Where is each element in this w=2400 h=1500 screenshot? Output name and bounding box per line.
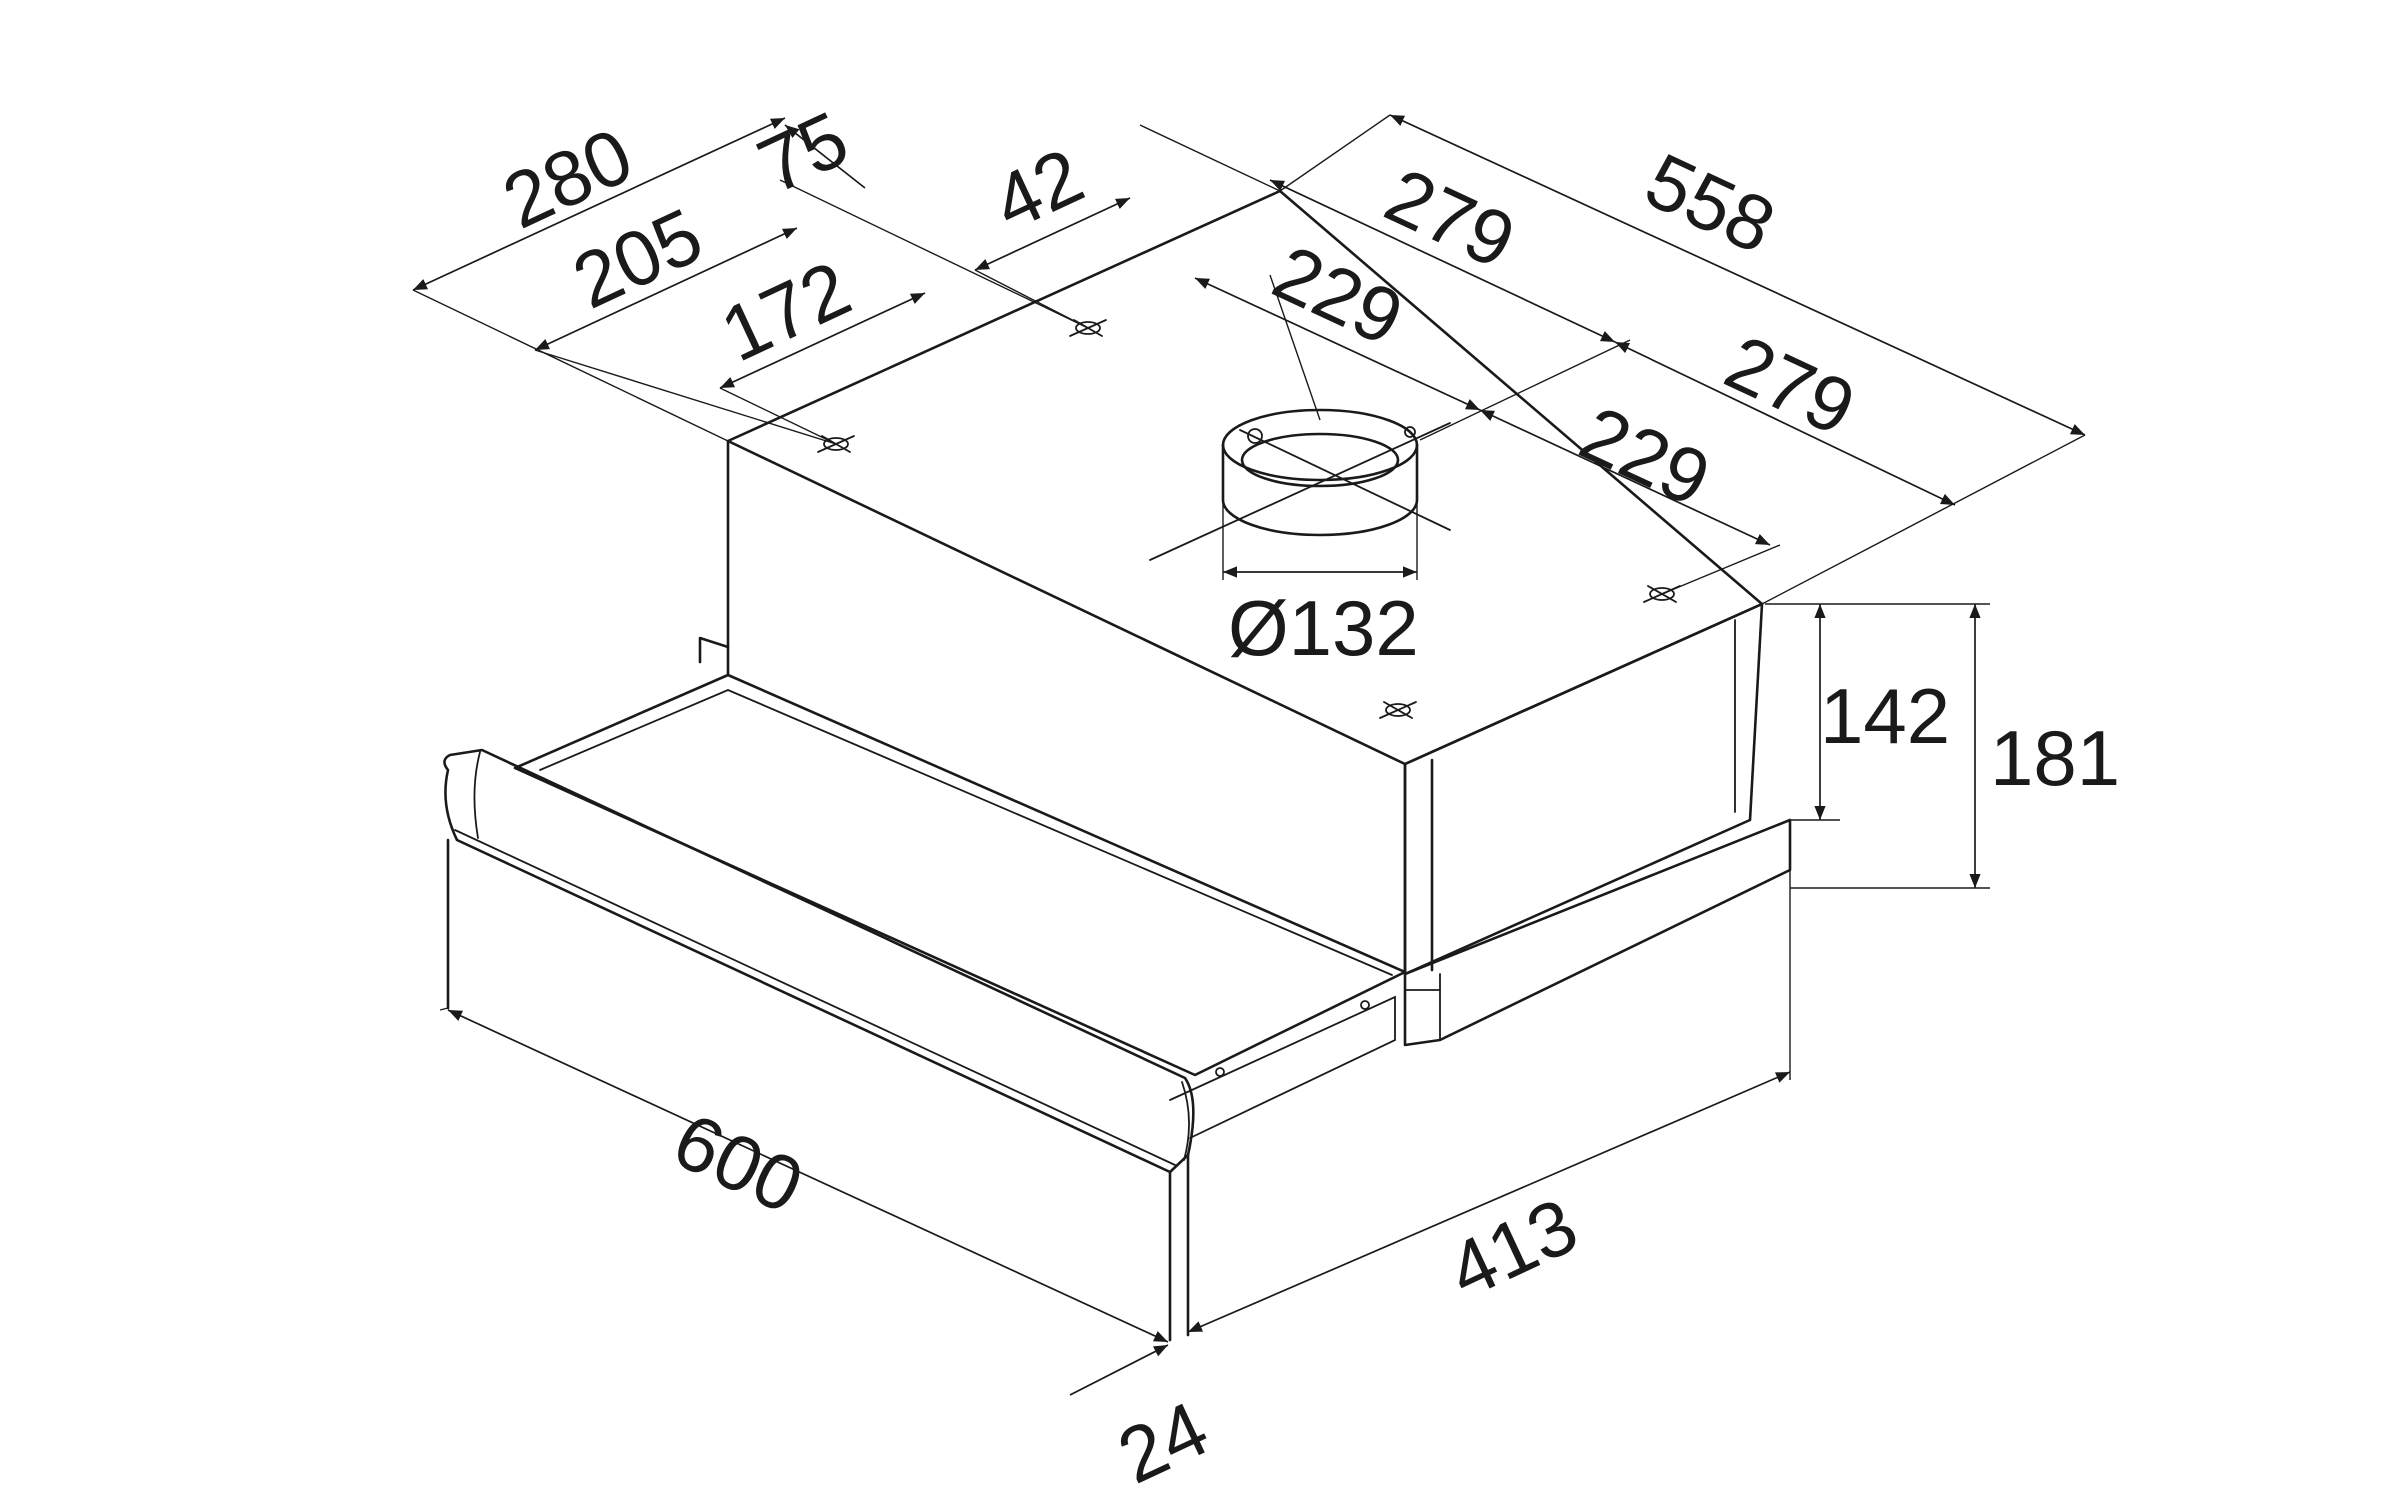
label-142: 142 [1820, 672, 1950, 760]
drawer-handle [443, 748, 1195, 1174]
upper-box-right-side [1403, 602, 1764, 976]
dimension-lines [412, 114, 2086, 1396]
label-279-upper: 279 [1373, 151, 1528, 286]
label-24: 24 [1105, 1384, 1221, 1500]
label-42: 42 [980, 131, 1096, 247]
slide-out-drawer [443, 636, 1407, 1342]
label-181: 181 [1990, 714, 2120, 802]
label-279-lower: 279 [1713, 318, 1868, 453]
lower-lip-right [1403, 818, 1792, 1047]
label-600: 600 [661, 1096, 816, 1231]
label-diameter-132: Ø132 [1228, 584, 1419, 672]
label-75: 75 [745, 94, 861, 210]
label-172: 172 [708, 244, 863, 379]
label-413: 413 [1435, 1181, 1590, 1316]
outlet-collar [1149, 408, 1451, 561]
label-229-lower: 229 [1568, 389, 1723, 524]
label-558: 558 [1633, 136, 1788, 271]
label-229-upper: 229 [1261, 228, 1416, 363]
dimension-labels: 280 75 205 42 172 279 558 229 279 229 Ø1… [490, 94, 2120, 1500]
hole-marker [1379, 701, 1417, 719]
drawer-tray [513, 673, 1407, 1077]
